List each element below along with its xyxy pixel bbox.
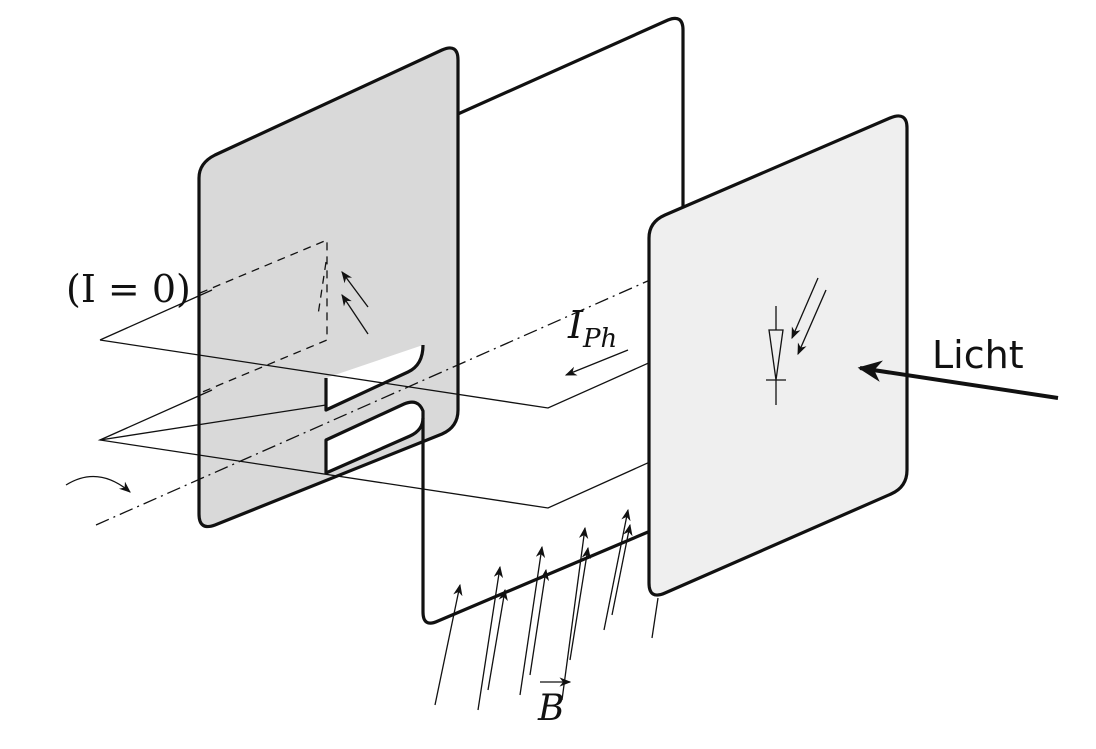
- rotation-arrow: [65, 475, 131, 493]
- light-arrow: [857, 360, 1059, 400]
- photocurrent-label: IPh: [567, 303, 617, 354]
- left-panel: [197, 46, 460, 529]
- field-label: B: [537, 677, 572, 729]
- magnetic-field-arrows: [434, 508, 659, 711]
- photocurrent-arrow: [564, 349, 629, 376]
- hidden-plane: [199, 239, 328, 394]
- back-frame: [439, 16, 685, 225]
- light-label: Licht: [932, 333, 1024, 377]
- photodiode-symbol: [766, 277, 827, 405]
- hidden-arrows: [341, 271, 369, 335]
- rotation-axis: [95, 279, 651, 526]
- frame-lower-wire: [421, 418, 649, 625]
- current-zero-label: (I = 0): [66, 267, 191, 311]
- left-panel-slot-upper: [324, 344, 425, 412]
- svg-text:B: B: [537, 688, 564, 729]
